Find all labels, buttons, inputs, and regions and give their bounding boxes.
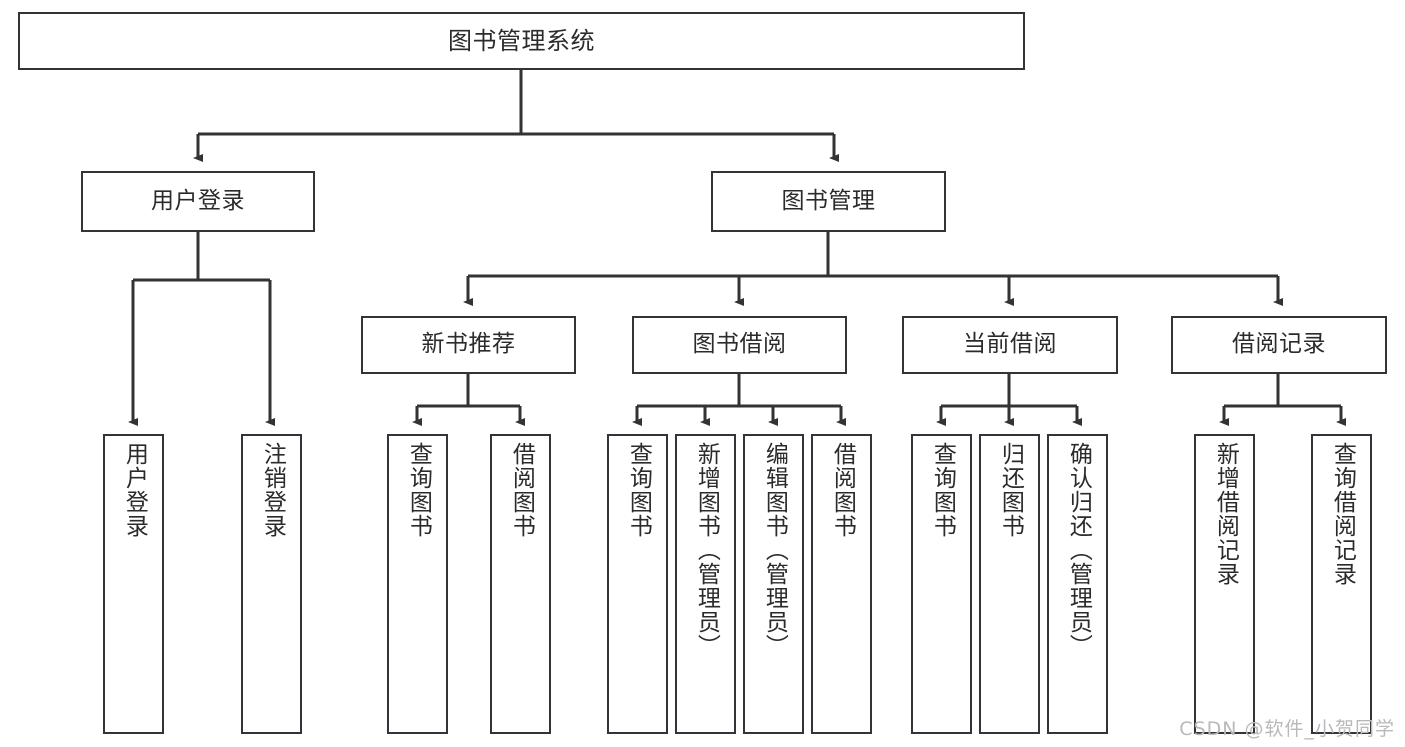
- node-label: 当前借阅: [963, 331, 1057, 358]
- node-book-management[interactable]: 图书管理: [711, 171, 946, 232]
- leaf-edit-book[interactable]: 编辑图书（管理员）: [743, 434, 804, 734]
- node-book-borrow[interactable]: 图书借阅: [632, 316, 847, 374]
- node-label: 新增借阅记录: [1212, 442, 1239, 586]
- node-label: 借阅图书: [829, 442, 856, 538]
- node-label: 新书推荐: [421, 331, 516, 358]
- node-label: 查询借阅记录: [1329, 442, 1356, 586]
- node-label: 借阅记录: [1232, 331, 1326, 358]
- node-root-book-management-system[interactable]: 图书管理系统: [18, 12, 1025, 70]
- node-label: 查询图书: [929, 442, 956, 538]
- node-user-login[interactable]: 用户登录: [81, 171, 315, 232]
- leaf-query-book-borrow[interactable]: 查询图书: [607, 434, 668, 734]
- leaf-add-borrow-record[interactable]: 新增借阅记录: [1194, 434, 1255, 734]
- node-label: 新增图书（管理员）: [693, 442, 720, 658]
- leaf-add-book[interactable]: 新增图书（管理员）: [675, 434, 736, 734]
- node-label: 归还图书: [997, 442, 1024, 538]
- node-label: 编辑图书（管理员）: [761, 442, 788, 658]
- node-label: 借阅图书: [508, 442, 535, 538]
- watermark-text: CSDN @软件_小贺同学: [1179, 718, 1395, 740]
- leaf-borrow-book-recommend[interactable]: 借阅图书: [490, 434, 551, 734]
- node-label: 图书借阅: [692, 331, 787, 358]
- leaf-borrow-book[interactable]: 借阅图书: [811, 434, 872, 734]
- leaf-logout-login[interactable]: 注销登录: [241, 434, 302, 734]
- node-label: 确认归还（管理员）: [1065, 442, 1092, 658]
- leaf-confirm-return[interactable]: 确认归还（管理员）: [1047, 434, 1108, 734]
- node-borrow-record[interactable]: 借阅记录: [1171, 316, 1387, 374]
- leaf-query-book-current[interactable]: 查询图书: [911, 434, 972, 734]
- node-label: 注销登录: [259, 442, 286, 538]
- node-label: 图书管理系统: [448, 26, 595, 55]
- node-label: 查询图书: [405, 442, 432, 538]
- node-label: 查询图书: [625, 442, 652, 538]
- node-new-book-recommend[interactable]: 新书推荐: [361, 316, 576, 374]
- node-label: 用户登录: [121, 442, 148, 538]
- leaf-query-book-recommend[interactable]: 查询图书: [387, 434, 448, 734]
- leaf-return-book[interactable]: 归还图书: [979, 434, 1040, 734]
- leaf-query-borrow-record[interactable]: 查询借阅记录: [1311, 434, 1372, 734]
- node-current-borrow[interactable]: 当前借阅: [902, 316, 1118, 374]
- node-label: 用户登录: [151, 187, 245, 214]
- leaf-user-login[interactable]: 用户登录: [103, 434, 164, 734]
- node-label: 图书管理: [781, 187, 876, 214]
